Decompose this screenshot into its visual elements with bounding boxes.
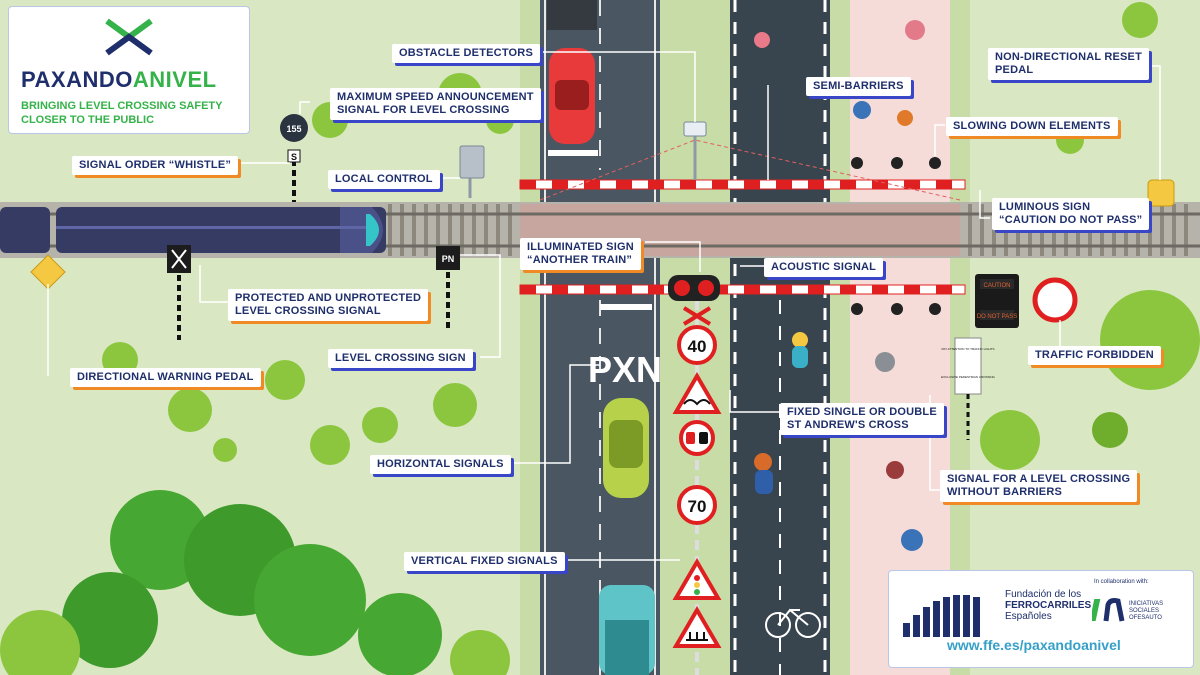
- green-car: [603, 398, 649, 498]
- traffic-forbidden-sign: [1032, 277, 1078, 323]
- label-local-control: LOCAL CONTROL: [328, 170, 440, 189]
- speed-limit-40: 40: [688, 337, 707, 356]
- label-luminous-sign: LUMINOUS SIGN“CAUTION DO NOT PASS”: [992, 198, 1150, 230]
- label-level-crossing-sign: LEVEL CROSSING SIGN: [328, 349, 473, 368]
- caution-sign-bottom: DO NOT PASS: [977, 314, 1017, 320]
- directional-warning-pedal: [30, 254, 66, 290]
- bike-lane: [730, 0, 830, 675]
- label-connectors: [47, 51, 1161, 561]
- caution-sign-top: CAUTION: [984, 283, 1011, 289]
- obstacle-detector: [539, 121, 961, 201]
- horizontal-road-marking: PXN: [588, 349, 662, 390]
- label-horizontal-signals: HORIZONTAL SIGNALS: [370, 455, 511, 474]
- pedestrian-sign-bottom: EXCLUSIVE PEDESTRIAN CROSSING: [941, 375, 995, 379]
- pn-sign-text: PN: [442, 254, 455, 264]
- collaboration-note: In collaboration with:: [1094, 579, 1149, 585]
- pedestrian-sign-top: PAY ATTENTION TO TRAFFIC LIGHTS: [942, 347, 995, 351]
- label-directional-warning-pedal: DIRECTIONAL WARNING PEDAL: [70, 368, 261, 387]
- brand-panel: PAXANDOANIVEL BRINGING LEVEL CROSSING SA…: [8, 6, 250, 134]
- website-url: www.ffe.es/paxandoanivel: [947, 637, 1121, 653]
- pedestrian-crossing-sign: [954, 337, 982, 440]
- vertical-signals-column: [668, 275, 722, 675]
- footer-panel: Fundación de los FERROCARRILES Españoles…: [888, 570, 1194, 668]
- label-illuminated-sign: ILLUMINATED SIGN“ANOTHER TRAIN”: [520, 238, 641, 270]
- partner-name: INICIATIVAS SOCIALES OFESAUTO: [1129, 601, 1164, 621]
- label-obstacle-detectors: OBSTACLE DETECTORS: [392, 44, 540, 63]
- level-crossing-sign: [436, 246, 460, 330]
- speed-announcement-value: 155: [286, 124, 301, 134]
- label-traffic-forbidden: TRAFFIC FORBIDDEN: [1028, 346, 1161, 365]
- caution-luminous-sign: [975, 274, 1019, 328]
- label-signal-order-whistle: SIGNAL ORDER “WHISTLE”: [72, 156, 239, 175]
- brand-tagline: BRINGING LEVEL CROSSING SAFETY CLOSER TO…: [21, 100, 223, 126]
- label-semi-barriers: SEMI-BARRIERS: [806, 77, 911, 96]
- label-vertical-fixed-signals: VERTICAL FIXED SIGNALS: [404, 552, 565, 571]
- reset-pedal: [1147, 179, 1175, 207]
- label-slowing-down-elements: SLOWING DOWN ELEMENTS: [946, 117, 1118, 136]
- cyclists: [754, 32, 821, 638]
- teal-van: [599, 585, 655, 675]
- local-control-box: [459, 145, 485, 198]
- speed-limit-70: 70: [688, 497, 707, 516]
- label-acoustic-signal: ACOUSTIC SIGNAL: [764, 258, 884, 277]
- slowing-down-elements: [851, 157, 941, 315]
- ofesauto-logo-icon: [1092, 598, 1125, 622]
- protected-crossing-signal: [167, 245, 191, 340]
- ffe-logo-icon: [903, 595, 980, 637]
- speed-announcement-post: [280, 114, 308, 202]
- semi-barriers: [519, 179, 966, 295]
- red-car: [547, 0, 597, 144]
- pedestrians: [853, 20, 925, 551]
- brand-name: PAXANDOANIVEL: [21, 67, 217, 92]
- train: [0, 207, 386, 253]
- whistle-sign-letter: S: [291, 152, 297, 162]
- ffe-org-name: Fundación de los FERROCARRILES Españoles: [1005, 589, 1092, 622]
- paxando-logo-icon: [105, 18, 153, 56]
